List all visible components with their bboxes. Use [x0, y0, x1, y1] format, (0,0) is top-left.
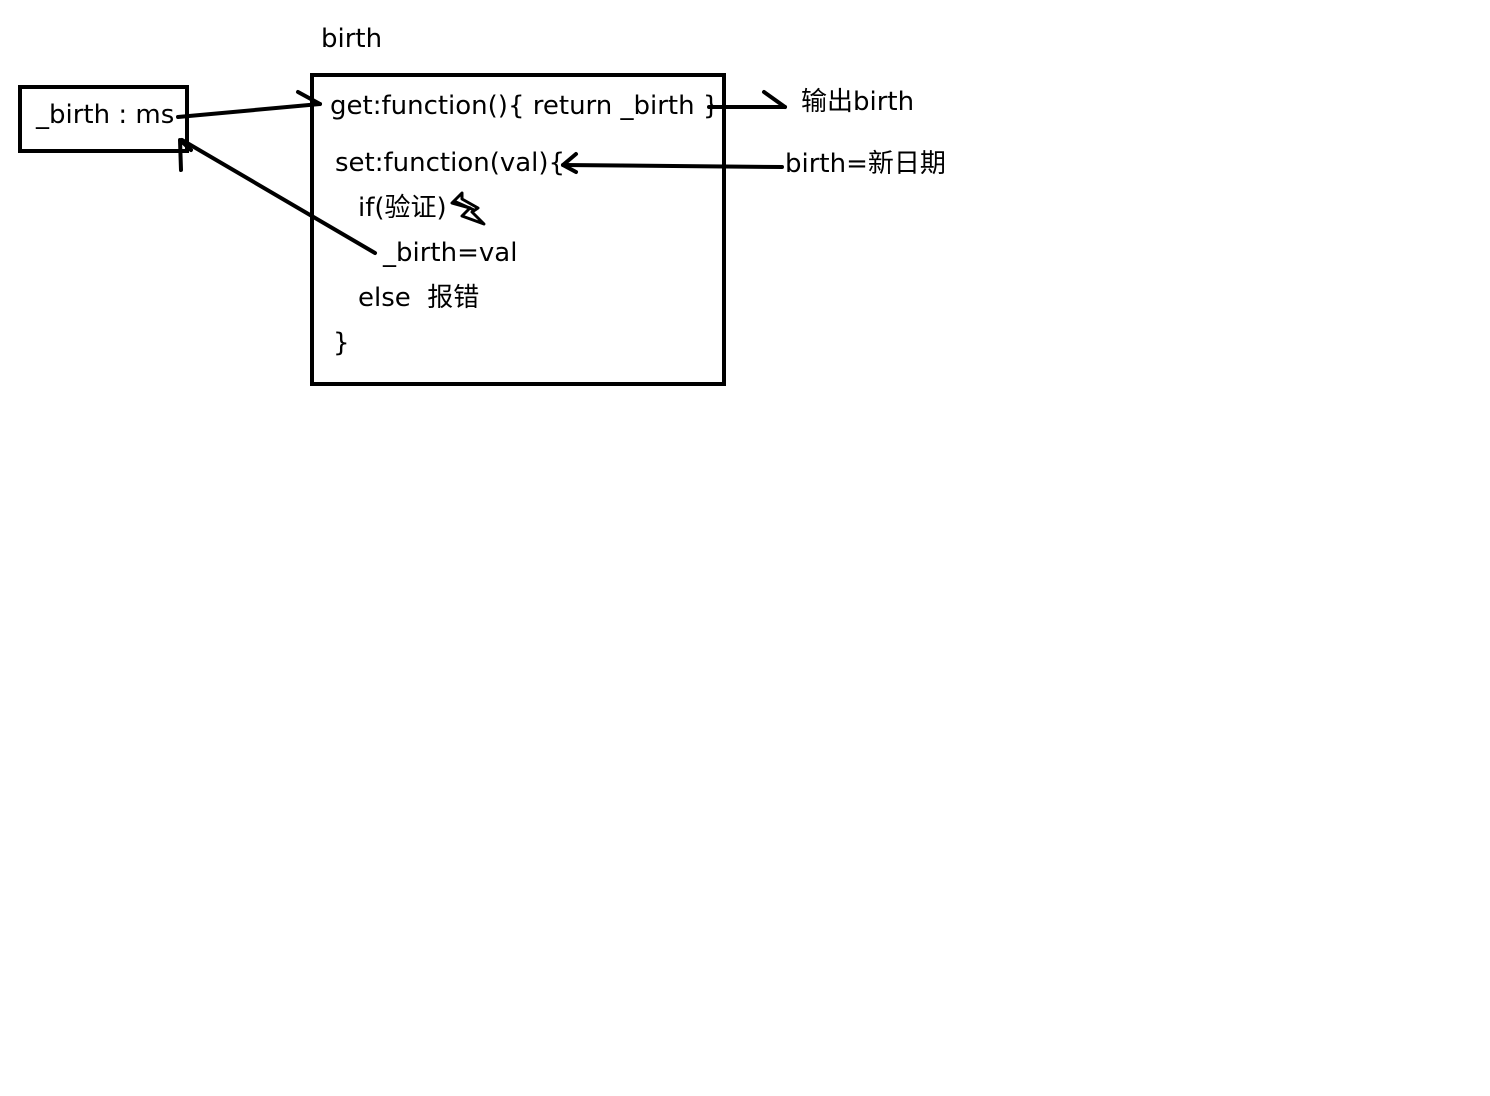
arrow-input-to-setter-head [561, 152, 578, 174]
arrow-input-to-setter [561, 163, 784, 169]
if-validate-line: if(验证) [358, 193, 447, 223]
assign-line: _birth=val [383, 238, 518, 268]
setter-close-brace: } [333, 328, 350, 358]
getter-line: get:function(){ return _birth } [330, 91, 720, 121]
private-field-box [18, 85, 189, 153]
output-label: 输出birth [801, 87, 915, 117]
object-title: birth [321, 24, 383, 54]
arrow-assign-to-field [180, 138, 377, 255]
lightning-icon [450, 191, 486, 226]
arrow-assign-to-field-head [178, 138, 193, 172]
else-error-line: else 报错 [358, 283, 480, 313]
arrow-field-to-getter-head [296, 90, 322, 106]
arrow-getter-to-output-head [762, 90, 787, 109]
input-label: birth=新日期 [785, 149, 946, 179]
accessor-property-box [310, 73, 726, 386]
setter-line: set:function(val){ [335, 148, 566, 178]
private-field-label: _birth : ms [36, 100, 175, 130]
arrow-field-to-getter [176, 102, 322, 119]
